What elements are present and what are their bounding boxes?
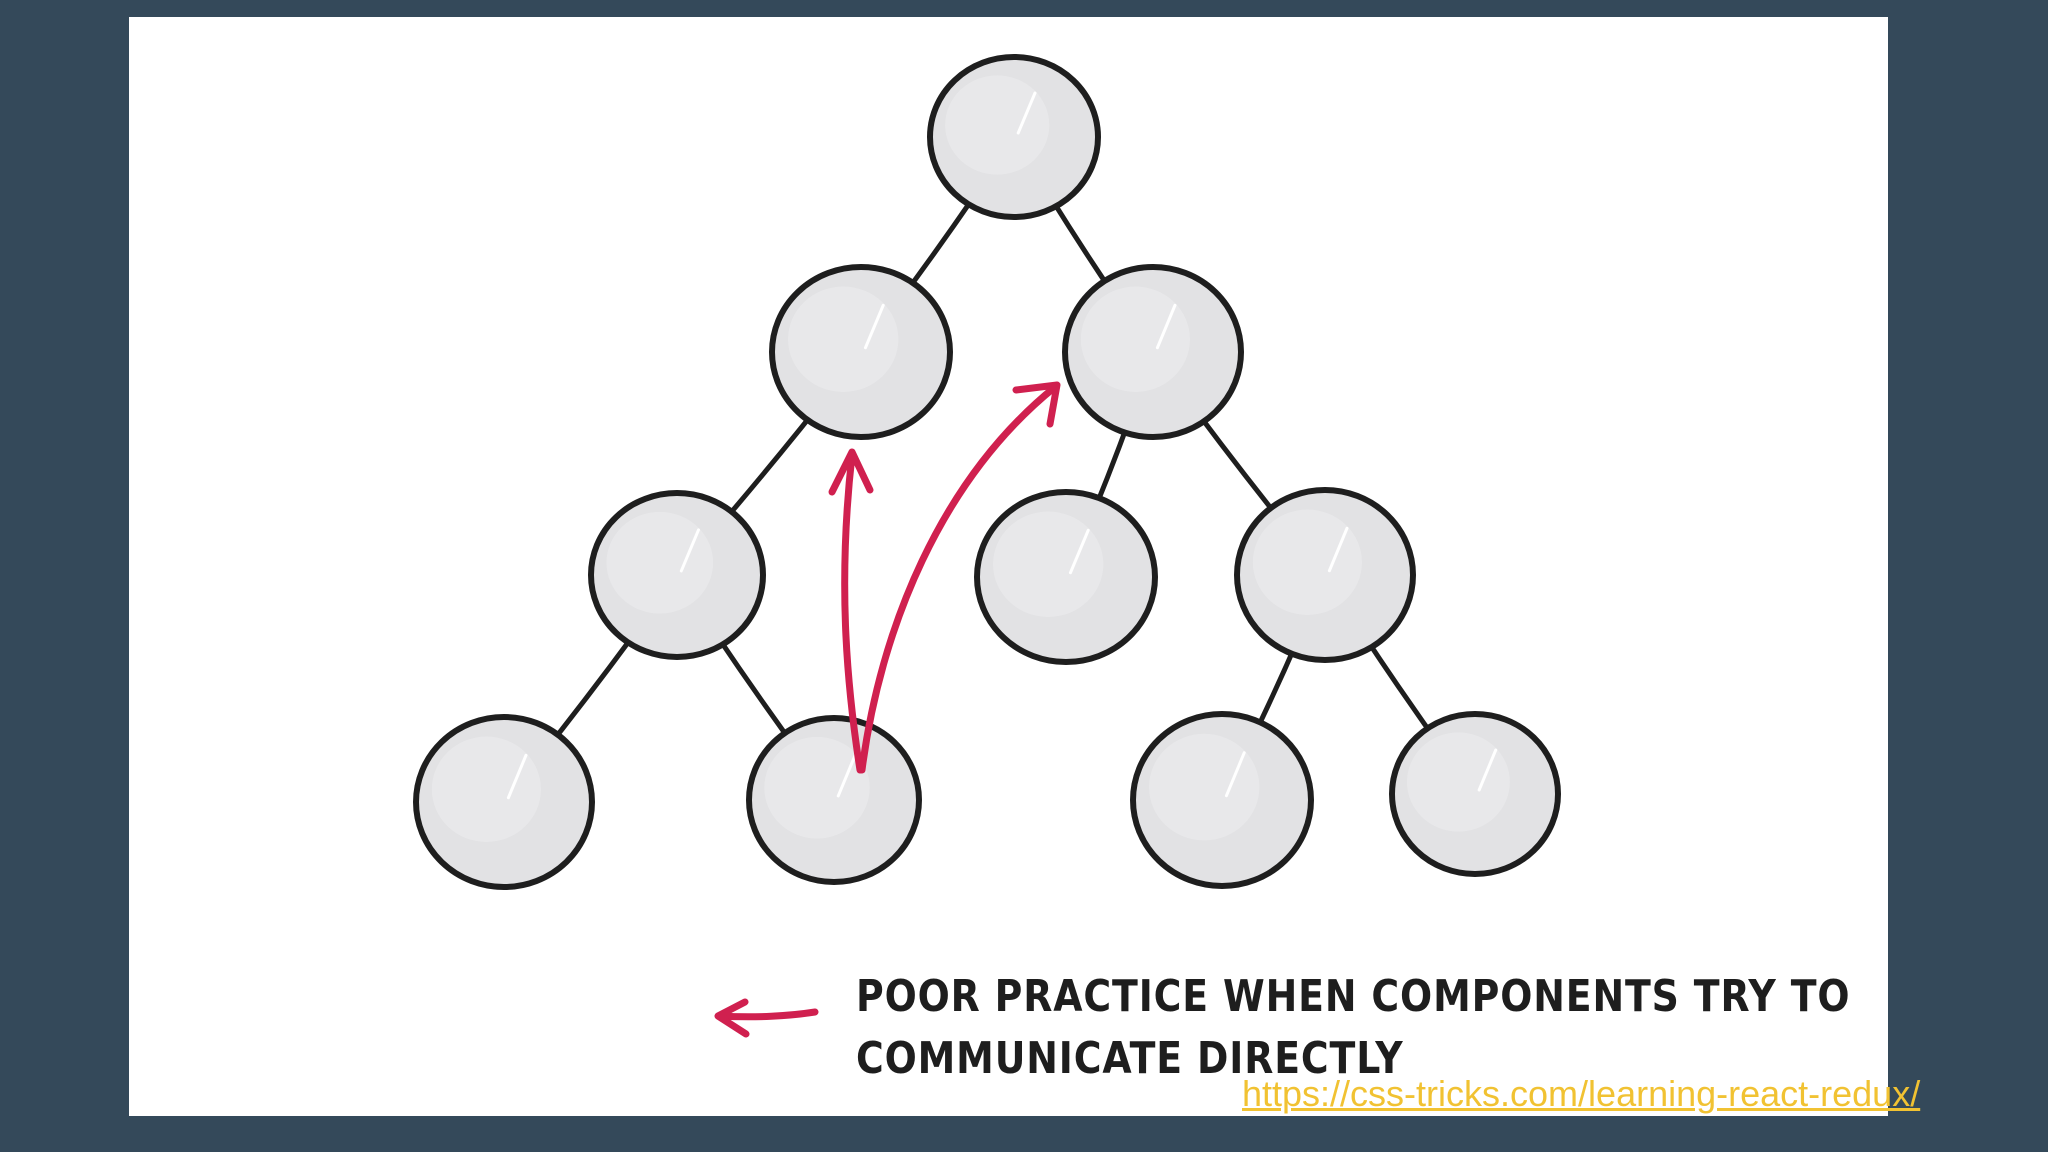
node-highlight: [863, 303, 885, 350]
tree-node-n-left: [769, 264, 953, 440]
left-arrow-icon: [714, 998, 819, 1038]
arrow-head: [828, 448, 874, 496]
source-link[interactable]: https://css-tricks.com/learning-react-re…: [1242, 1073, 1921, 1114]
tree-node-n-root: [927, 54, 1101, 220]
node-highlight: [506, 753, 528, 800]
node-highlight: [1327, 526, 1349, 573]
tree-node-n-right-right: [1234, 487, 1416, 663]
caption-line-1: POOR PRACTICE WHEN COMPONENTS TRY TO: [856, 971, 1851, 1022]
tree-edges: [501, 134, 1478, 805]
node-shading: [1252, 509, 1362, 615]
caption-line-2: COMMUNICATE DIRECTLY: [856, 1033, 1404, 1084]
arrow-shaft: [841, 451, 864, 774]
node-shading: [1080, 286, 1190, 392]
node-highlight: [1068, 528, 1090, 575]
node-highlight: [1224, 751, 1246, 798]
node-highlight: [1016, 91, 1037, 135]
legend-arrow-shaft: [716, 1008, 819, 1021]
node-shading: [606, 511, 714, 614]
communication-arrows: [828, 381, 1061, 774]
node-shading: [764, 736, 870, 839]
arrow-shaft: [858, 383, 1059, 774]
legend-arrow-head: [714, 998, 750, 1038]
node-highlight: [1155, 303, 1177, 350]
arrow-leaf-to-left-node: [828, 448, 874, 774]
node-shading: [788, 286, 899, 392]
node-shading: [1406, 732, 1510, 832]
tree-node-n-leaf-4: [1389, 711, 1561, 877]
node-highlight: [1477, 748, 1498, 792]
node-shading: [993, 511, 1104, 617]
tree-node-n-left-left: [588, 490, 766, 660]
legend-arrow: [714, 998, 819, 1038]
node-highlight: [836, 753, 857, 798]
node-shading: [1149, 733, 1260, 841]
diagram-caption: POOR PRACTICE WHEN COMPONENTS TRY TO COM…: [856, 966, 1851, 1090]
tree-node-n-right: [1062, 264, 1244, 440]
arrow-head: [1012, 381, 1061, 428]
tree-node-n-leaf-3: [1130, 711, 1314, 889]
node-shading: [945, 75, 1050, 175]
node-shading: [431, 736, 541, 842]
tree-node-n-leaf-1: [413, 714, 595, 890]
tree-node-n-leaf-2: [746, 715, 922, 885]
tree-node-n-right-left: [974, 489, 1158, 665]
node-highlight: [679, 528, 700, 573]
arrow-leaf-to-right-node: [858, 381, 1061, 774]
tree-nodes: [413, 54, 1561, 890]
